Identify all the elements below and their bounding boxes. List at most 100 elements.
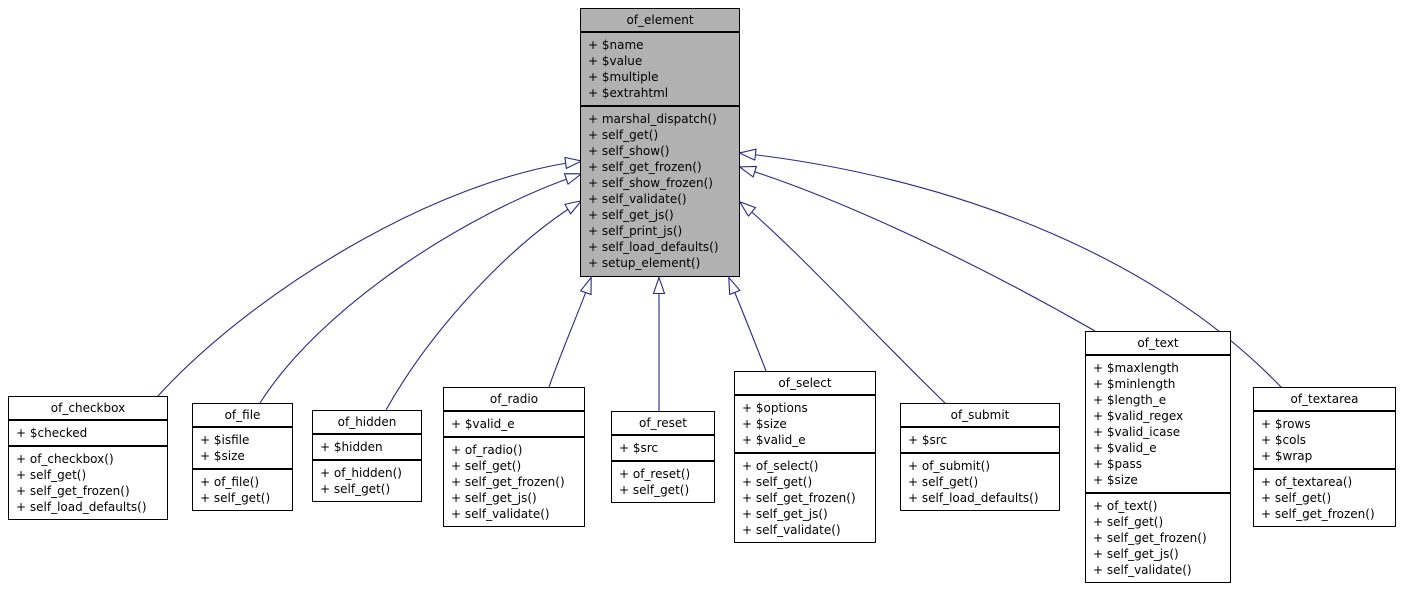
- method-row: + self_get(): [588, 128, 659, 142]
- attribute-row: + $options: [742, 401, 808, 415]
- attribute-row: + $name: [588, 38, 644, 52]
- method-row: + self_get(): [200, 491, 271, 505]
- attribute-row: + $rows: [1261, 417, 1311, 431]
- method-row: + of_reset(): [619, 467, 691, 481]
- class-attributes: + $src: [612, 436, 714, 462]
- class-attributes: + $checked: [9, 421, 167, 447]
- class-node-of_textarea[interactable]: of_textarea+ $rows+ $cols+ $wrap+ of_tex…: [1253, 387, 1396, 527]
- attribute-row: + $valid_e: [742, 433, 806, 447]
- inheritance-edge-of_file-to-of_element: [259, 174, 581, 404]
- class-methods: + of_file() + self_get(): [193, 470, 292, 510]
- class-methods: + marshal_dispatch() + self_get() + self_s…: [581, 107, 739, 275]
- attribute-row: + $value: [588, 54, 643, 68]
- class-attributes: + $src: [901, 428, 1059, 454]
- method-row: + marshal_dispatch(): [588, 112, 717, 126]
- attribute-row: + $size: [742, 417, 787, 431]
- attribute-row: + $pass: [1093, 457, 1142, 471]
- method-row: + self_get(): [619, 483, 690, 497]
- inheritance-edge-of_checkbox-to-of_element: [157, 161, 581, 397]
- attribute-row: + $length_e: [1093, 393, 1167, 407]
- attribute-row: + $valid_e: [1093, 441, 1157, 455]
- method-row: + self_get(): [1261, 491, 1332, 505]
- method-row: + self_get(): [320, 482, 391, 496]
- method-row: + self_show_frozen(): [588, 176, 713, 190]
- class-node-of_checkbox[interactable]: of_checkbox+ $checked+ of_checkbox()+ se…: [8, 396, 168, 520]
- class-methods: + of_hidden()+ self_get(): [313, 461, 421, 501]
- class-node-of_text[interactable]: of_text+ $maxlength+ $minlength+ $length…: [1085, 331, 1231, 583]
- class-title: of_text: [1086, 332, 1230, 356]
- attribute-row: + $valid_icase: [1093, 425, 1181, 439]
- attribute-row: + $extrahtml: [588, 86, 669, 100]
- attribute-row: + $valid_regex: [1093, 409, 1184, 423]
- method-row: + self_get(): [451, 459, 522, 473]
- class-title: of_hidden: [313, 411, 421, 435]
- inheritance-edge-of_radio-to-of_element: [548, 278, 591, 388]
- attribute-row: + $hidden: [320, 440, 383, 454]
- method-row: + self_get_js(): [451, 491, 537, 505]
- class-methods: + of_checkbox()+ self_get()+ self_get_fr…: [9, 447, 167, 519]
- method-row: + of_select(): [742, 459, 819, 473]
- attribute-row: + $size: [200, 449, 245, 463]
- method-row: + self_validate(): [451, 507, 550, 521]
- method-row: + self_load_defaults(): [588, 240, 719, 254]
- method-row: + self_validate(): [1093, 563, 1192, 577]
- class-node-of_radio[interactable]: of_radio+ $valid_e+ of_radio()+ self_get…: [443, 387, 585, 527]
- method-row: + of_submit(): [908, 459, 991, 473]
- inheritance-edge-of_select-to-of_element: [729, 278, 767, 372]
- attribute-row: + $valid_e: [451, 417, 515, 431]
- attribute-row: + $isfile: [200, 433, 250, 447]
- class-attributes: + $isfile + $size: [193, 428, 292, 470]
- attribute-row: + $multiple: [588, 70, 659, 84]
- class-title: of_textarea: [1254, 388, 1395, 412]
- method-row: + self_get(): [908, 475, 979, 489]
- class-attributes: + $name + $value + $multiple + $extrahtml: [581, 33, 739, 107]
- class-attributes: + $hidden: [313, 435, 421, 461]
- class-methods: + of_select() + self_get() + self_get_froz…: [735, 454, 875, 542]
- class-node-of_reset[interactable]: of_reset + $src + of_reset() + self_get(): [611, 411, 715, 503]
- class-node-of_file[interactable]: of_file + $isfile + $size + of_file() + self…: [192, 403, 293, 511]
- class-methods: + of_textarea()+ self_get()+ self_get_fr…: [1254, 470, 1395, 526]
- class-node-of_hidden[interactable]: of_hidden + $hidden + of_hidden()+ self_ge…: [312, 410, 422, 502]
- method-row: + setup_element(): [588, 256, 701, 270]
- method-row: + self_get_js(): [742, 507, 828, 521]
- class-methods: + of_submit()+ self_get()+ self_load_def…: [901, 454, 1059, 510]
- attribute-row: + $maxlength: [1093, 361, 1179, 375]
- class-attributes: + $options + $size + $valid_e: [735, 396, 875, 454]
- method-row: + self_get_frozen(): [742, 491, 856, 505]
- class-title: of_submit: [901, 404, 1059, 428]
- class-attributes: + $valid_e: [444, 412, 584, 438]
- method-row: + self_validate(): [742, 523, 841, 537]
- class-title: of_checkbox: [9, 397, 167, 421]
- attribute-row: + $src: [619, 441, 659, 455]
- class-node-of_element[interactable]: of_element+ $name+ $value+ $multiple+ $e…: [580, 8, 740, 277]
- method-row: + of_text(): [1093, 499, 1158, 513]
- class-title: of_select: [735, 372, 875, 396]
- attribute-row: + $checked: [16, 426, 88, 440]
- inheritance-edge-of_text-to-of_element: [740, 167, 1096, 332]
- method-row: + self_get_frozen(): [1261, 507, 1375, 521]
- method-row: + self_get(): [742, 475, 813, 489]
- class-methods: + of_reset() + self_get(): [612, 462, 714, 502]
- class-attributes: + $rows+ $cols+ $wrap: [1254, 412, 1395, 470]
- method-row: + self_get_js(): [588, 208, 674, 222]
- method-row: + self_get_frozen(): [451, 475, 565, 489]
- class-title: of_file: [193, 404, 292, 428]
- method-row: + self_print_js(): [588, 224, 683, 238]
- method-row: + self_show(): [588, 144, 670, 158]
- class-title: of_reset: [612, 412, 714, 436]
- method-row: + self_load_defaults(): [16, 500, 147, 514]
- inheritance-edge-of_submit-to-of_element: [740, 202, 946, 404]
- class-methods: + of_radio()+ self_get()+ self_get_froze…: [444, 438, 584, 526]
- attribute-row: + $src: [908, 433, 948, 447]
- method-row: + of_checkbox(): [16, 452, 114, 466]
- class-methods: + of_text()+ self_get()+ self_get_frozen…: [1086, 494, 1230, 582]
- method-row: + self_get_frozen(): [1093, 531, 1207, 545]
- inheritance-edge-of_hidden-to-of_element: [385, 201, 581, 411]
- attribute-row: + $cols: [1261, 433, 1307, 447]
- class-node-of_select[interactable]: of_select + $options + $size + $valid_e + of…: [734, 371, 876, 543]
- method-row: + of_file(): [200, 475, 260, 489]
- method-row: + self_validate(): [588, 192, 687, 206]
- class-node-of_submit[interactable]: of_submit + $src + of_submit() + self_get()…: [900, 403, 1060, 511]
